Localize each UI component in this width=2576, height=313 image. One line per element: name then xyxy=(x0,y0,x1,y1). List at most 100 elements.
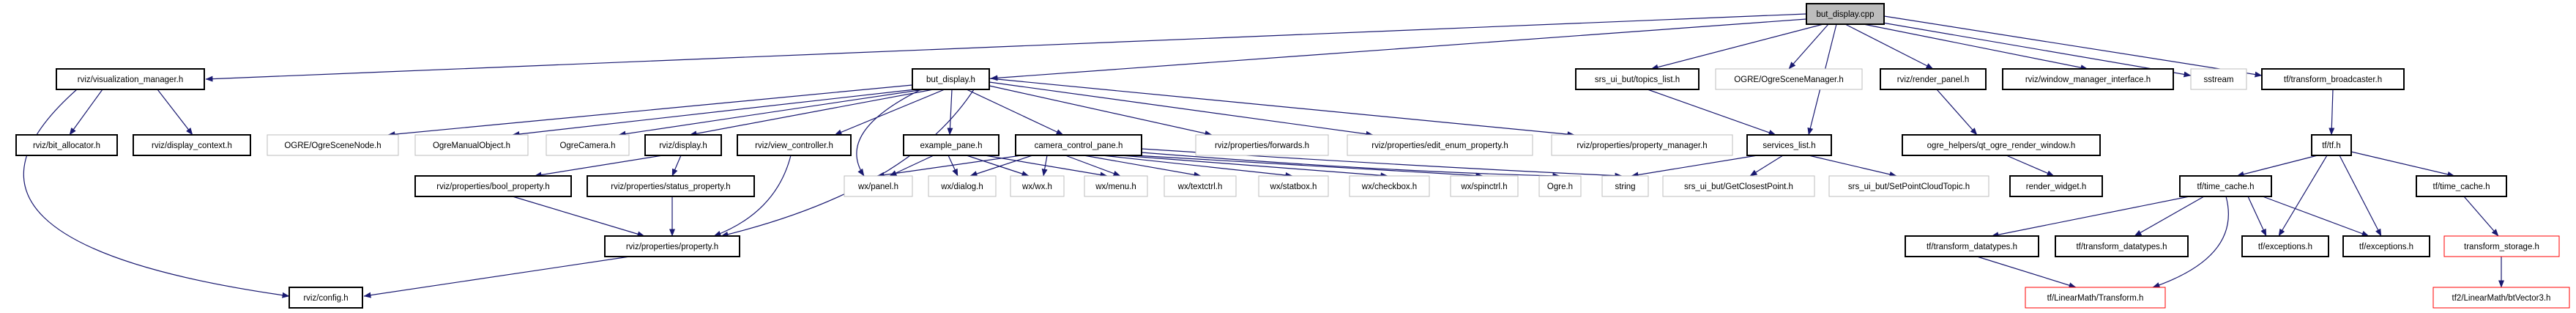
graph-node-tcr[interactable]: tf/time_cache.h xyxy=(2416,175,2507,197)
graph-node-wxspin: wx/spinctrl.h xyxy=(1450,175,1519,197)
graph-node-wxdialog: wx/dialog.h xyxy=(928,175,997,197)
graph-node-spct: srs_ui_but/SetPointCloudTopic.h xyxy=(1828,175,1989,197)
graph-node-box-bp[interactable] xyxy=(414,175,572,197)
graph-node-label-exc2: tf/exceptions.h xyxy=(2359,243,2413,251)
graph-node-pm: rviz/properties/property_manager.h xyxy=(1551,134,1733,156)
graph-node-box-sstream xyxy=(2190,68,2247,90)
graph-node-disp[interactable]: rviz/display.h xyxy=(644,134,722,156)
edge-tf-to-tcl xyxy=(2236,155,2318,177)
edge-ccp-to-wxpanel xyxy=(876,155,1022,178)
graph-node-box-td2[interactable] xyxy=(2055,235,2189,257)
graph-node-tf[interactable]: tf/tf.h xyxy=(2311,134,2352,156)
graph-node-rw[interactable]: render_widget.h xyxy=(2009,175,2103,197)
graph-node-box-dc[interactable] xyxy=(133,134,251,156)
graph-node-box-rp[interactable] xyxy=(1880,68,1987,90)
graph-node-box-wxpanel xyxy=(844,175,913,197)
graph-node-box-vc[interactable] xyxy=(737,134,852,156)
graph-node-box-bit[interactable] xyxy=(15,134,118,156)
edge-tcl-to-exc1 xyxy=(2247,196,2267,237)
graph-node-box-btv[interactable] xyxy=(2432,287,2570,309)
edge-qorw-to-rw xyxy=(2006,155,2055,177)
graph-node-bp[interactable]: rviz/properties/bool_property.h xyxy=(414,175,572,197)
graph-node-sp[interactable]: rviz/properties/status_property.h xyxy=(587,175,755,197)
edge-bd-to-eep xyxy=(989,81,1374,137)
graph-node-box-sl[interactable] xyxy=(1746,134,1832,156)
graph-node-topics[interactable]: srs_ui_but/topics_list.h xyxy=(1575,68,1700,90)
graph-node-qorw[interactable]: ogre_helpers/qt_ogre_render_window.h xyxy=(1902,134,2101,156)
graph-node-box-disp[interactable] xyxy=(644,134,722,156)
graph-node-oc: OgreCamera.h xyxy=(546,134,630,156)
graph-node-tb[interactable]: tf/transform_broadcaster.h xyxy=(2261,68,2405,90)
edge-root-to-bd xyxy=(990,18,1807,81)
graph-node-root: but_display.cpp xyxy=(1806,3,1885,25)
graph-node-box-tcr[interactable] xyxy=(2416,175,2507,197)
graph-node-label-bit: rviz/bit_allocator.h xyxy=(33,141,100,150)
graph-node-cfg[interactable]: rviz/config.h xyxy=(289,287,363,309)
graph-node-label-qorw: ogre_helpers/qt_ogre_render_window.h xyxy=(1927,141,2076,150)
graph-node-fwd: rviz/properties/forwards.h xyxy=(1195,134,1329,156)
graph-node-box-exc2[interactable] xyxy=(2342,235,2430,257)
graph-node-bit[interactable]: rviz/bit_allocator.h xyxy=(15,134,118,156)
edge-bd-to-ccp xyxy=(966,89,1064,136)
graph-node-box-tcl[interactable] xyxy=(2179,175,2272,197)
graph-node-label-rp: rviz/render_panel.h xyxy=(1897,76,1969,84)
graph-node-label-wxwx: wx/wx.h xyxy=(1021,183,1052,191)
graph-node-ts[interactable]: transform_storage.h xyxy=(2443,235,2560,257)
graph-node-tcl[interactable]: tf/time_cache.h xyxy=(2179,175,2272,197)
graph-node-sstream: sstream xyxy=(2190,68,2247,90)
graph-node-box-tf[interactable] xyxy=(2311,134,2352,156)
graph-node-box-ts[interactable] xyxy=(2443,235,2560,257)
graph-node-bd[interactable]: but_display.h xyxy=(912,68,990,90)
graph-node-box-ccp[interactable] xyxy=(1015,134,1142,156)
graph-node-box-tfm[interactable] xyxy=(2025,287,2166,309)
graph-node-box-cfg[interactable] xyxy=(289,287,363,309)
edge-rp-to-qorw xyxy=(1936,89,1978,136)
graph-node-box-rw[interactable] xyxy=(2009,175,2103,197)
graph-node-box-oc xyxy=(546,134,630,156)
graph-node-tfm[interactable]: tf/LinearMath/Transform.h xyxy=(2025,287,2166,309)
graph-node-label-disp: rviz/display.h xyxy=(659,141,707,150)
graph-node-box-td1[interactable] xyxy=(1905,235,2039,257)
graph-node-box-tb[interactable] xyxy=(2261,68,2405,90)
graph-node-td1[interactable]: tf/transform_datatypes.h xyxy=(1905,235,2039,257)
graph-node-box-ep[interactable] xyxy=(903,134,999,156)
graph-node-sl[interactable]: services_list.h xyxy=(1746,134,1832,156)
graph-node-box-sp[interactable] xyxy=(587,175,755,197)
graph-node-ep[interactable]: example_pane.h xyxy=(903,134,999,156)
graph-node-label-tcl: tf/time_cache.h xyxy=(2197,183,2255,191)
graph-node-eep: rviz/properties/edit_enum_property.h xyxy=(1347,134,1533,156)
graph-node-rp[interactable]: rviz/render_panel.h xyxy=(1880,68,1987,90)
graph-node-box-vm[interactable] xyxy=(56,68,205,90)
graph-node-exc2[interactable]: tf/exceptions.h xyxy=(2342,235,2430,257)
graph-node-label-dc: rviz/display_context.h xyxy=(152,141,232,150)
graph-node-box-topics[interactable] xyxy=(1575,68,1700,90)
graph-node-exc1[interactable]: tf/exceptions.h xyxy=(2241,235,2329,257)
graph-node-box-osm xyxy=(1715,68,1863,90)
edge-disp-to-bp xyxy=(534,155,663,178)
graph-node-vc[interactable]: rviz/view_controller.h xyxy=(737,134,852,156)
graph-node-box-bd[interactable] xyxy=(912,68,990,90)
edge-root-to-vm xyxy=(205,13,1807,82)
edge-ep-to-wxdialog xyxy=(948,155,958,177)
graph-node-td2[interactable]: tf/transform_datatypes.h xyxy=(2055,235,2189,257)
graph-node-wmi[interactable]: rviz/window_manager_interface.h xyxy=(2002,68,2174,90)
graph-node-label-wxstat: wx/statbox.h xyxy=(1270,183,1317,191)
graph-node-btv[interactable]: tf2/LinearMath/btVector3.h xyxy=(2432,287,2570,309)
edge-tf-to-exc2 xyxy=(2339,155,2382,237)
graph-node-label-tb: tf/transform_broadcaster.h xyxy=(2284,76,2382,84)
graph-node-label-pm: rviz/properties/property_manager.h xyxy=(1577,141,1707,150)
graph-node-dc[interactable]: rviz/display_context.h xyxy=(133,134,251,156)
graph-node-ccp[interactable]: camera_control_pane.h xyxy=(1015,134,1142,156)
graph-node-box-exc1[interactable] xyxy=(2241,235,2329,257)
graph-node-box-qorw[interactable] xyxy=(1902,134,2101,156)
graph-node-box-prop[interactable] xyxy=(604,235,740,257)
graph-node-wxcheck: wx/checkbox.h xyxy=(1349,175,1430,197)
graph-node-label-topics: srs_ui_but/topics_list.h xyxy=(1595,76,1680,84)
graph-node-box-omo xyxy=(414,134,529,156)
edge-bd-to-disp xyxy=(689,89,934,137)
edge-tf-to-tcr xyxy=(2350,151,2455,177)
edge-vm-to-cfg xyxy=(23,89,290,298)
graph-node-prop[interactable]: rviz/properties/property.h xyxy=(604,235,740,257)
graph-node-vm[interactable]: rviz/visualization_manager.h xyxy=(56,68,205,90)
graph-node-box-wmi[interactable] xyxy=(2002,68,2174,90)
